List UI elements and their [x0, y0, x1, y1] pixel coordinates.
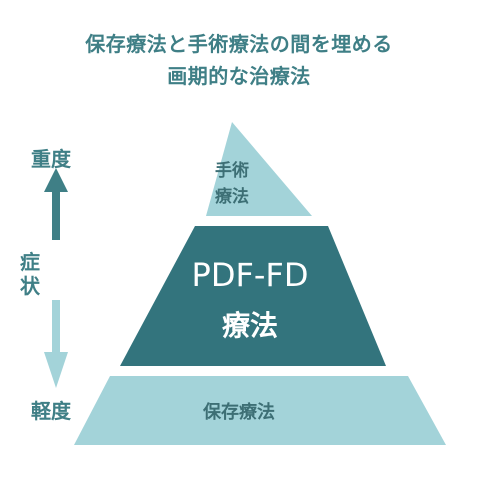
surgical-therapy-line1: 手術 — [215, 161, 249, 181]
pdf-fd-therapy-label: 療法 — [221, 309, 278, 342]
symptom-label-char: 症 — [20, 250, 40, 274]
arrow-head-down — [44, 352, 68, 388]
pyramid-bottom-tier — [74, 376, 446, 445]
conservative-therapy-label: 保存療法 — [203, 402, 275, 423]
pdf-fd-label: PDF-FD — [191, 256, 309, 294]
severity-arrow — [44, 168, 68, 388]
symptom-label: 症状 — [19, 250, 41, 298]
severity-high-label: 重度 — [31, 147, 71, 171]
symptom-label-chars: 症状 — [19, 250, 41, 298]
symptom-label-char: 状 — [20, 274, 40, 298]
pyramid-middle-tier — [120, 226, 386, 366]
title-line-2: 画期的な治療法 — [167, 64, 311, 88]
arrow-shaft-lower — [52, 300, 60, 352]
arrow-shaft-upper — [52, 192, 60, 240]
title-line-1: 保存療法と手術療法の間を埋める — [85, 32, 393, 56]
arrow-head-up — [44, 168, 68, 192]
pyramid-top-tier — [206, 122, 312, 216]
surgical-therapy-line2: 療法 — [215, 187, 249, 207]
surgical-therapy-label: 手術 療法 — [200, 158, 264, 210]
severity-low-label: 軽度 — [31, 399, 71, 423]
